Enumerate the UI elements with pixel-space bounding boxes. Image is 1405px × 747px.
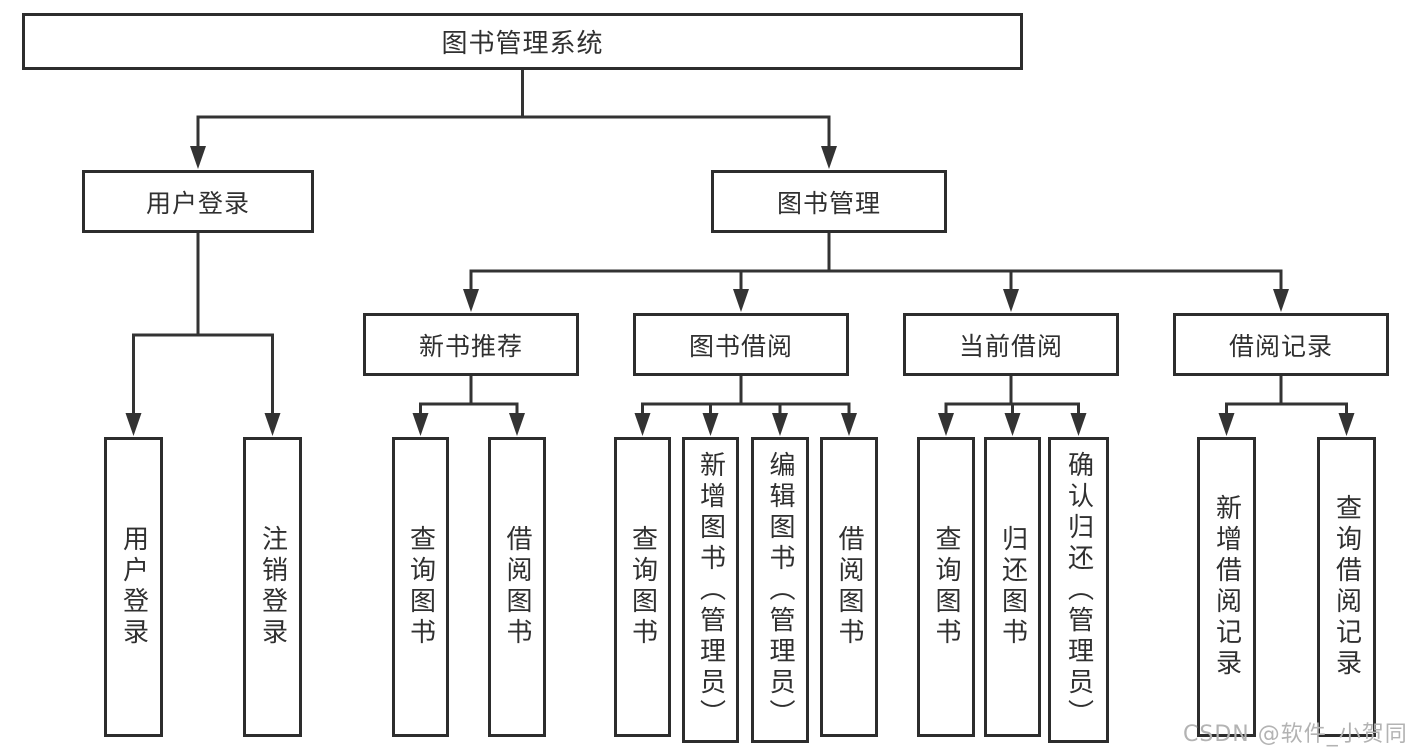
node-label: 查询图书: [931, 525, 961, 649]
leaf-borrow-books: 借阅图书: [820, 437, 878, 737]
node-label: 查询图书: [405, 525, 436, 649]
node-book-borrowing: 图书借阅: [633, 313, 849, 376]
leaf-add-book-admin: 新增图书（管理员）: [682, 437, 739, 743]
leaf-user-login: 用户登录: [104, 437, 163, 737]
node-label: 用户登录: [118, 525, 149, 649]
node-label: 当前借阅: [958, 331, 1063, 361]
node-label: 图书借阅: [688, 331, 793, 361]
node-current-borrowing: 当前借阅: [903, 313, 1119, 376]
node-label: 确认归还（管理员）: [1063, 450, 1094, 730]
node-label: 新增图书（管理员）: [695, 450, 726, 730]
leaf-borrow-books: 借阅图书: [488, 437, 546, 737]
node-label: 用户登录: [145, 188, 250, 218]
leaf-query-borrow-record: 查询借阅记录: [1317, 437, 1376, 737]
node-label: 图书管理系统: [441, 29, 604, 59]
leaf-logout: 注销登录: [243, 437, 302, 737]
leaf-query-books: 查询图书: [614, 437, 671, 737]
node-library-management-system: 图书管理系统: [22, 13, 1023, 70]
node-borrowing-records: 借阅记录: [1173, 313, 1389, 376]
node-label: 借阅记录: [1228, 331, 1333, 361]
node-label: 新书推荐: [418, 331, 523, 361]
node-user-login: 用户登录: [82, 170, 314, 233]
node-label: 查询借阅记录: [1331, 494, 1362, 680]
node-label: 新增借阅记录: [1211, 494, 1242, 680]
node-label: 图书管理: [776, 188, 881, 218]
node-new-book-recommendation: 新书推荐: [363, 313, 579, 376]
leaf-query-books: 查询图书: [917, 437, 975, 737]
node-label: 归还图书: [997, 525, 1028, 649]
node-label: 借阅图书: [502, 525, 532, 649]
leaf-query-books: 查询图书: [392, 437, 449, 737]
leaf-add-borrow-record: 新增借阅记录: [1197, 437, 1256, 737]
node-book-management: 图书管理: [711, 170, 947, 233]
node-label: 借阅图书: [834, 525, 864, 649]
leaf-confirm-return-admin: 确认归还（管理员）: [1048, 437, 1109, 743]
node-label: 注销登录: [257, 525, 288, 649]
leaf-return-books: 归还图书: [984, 437, 1041, 737]
node-label: 编辑图书（管理员）: [765, 450, 795, 730]
leaf-edit-book-admin: 编辑图书（管理员）: [751, 437, 809, 743]
csdn-watermark: CSDN @软件_小贺同学: [1183, 722, 1405, 747]
node-label: 查询图书: [627, 525, 658, 649]
